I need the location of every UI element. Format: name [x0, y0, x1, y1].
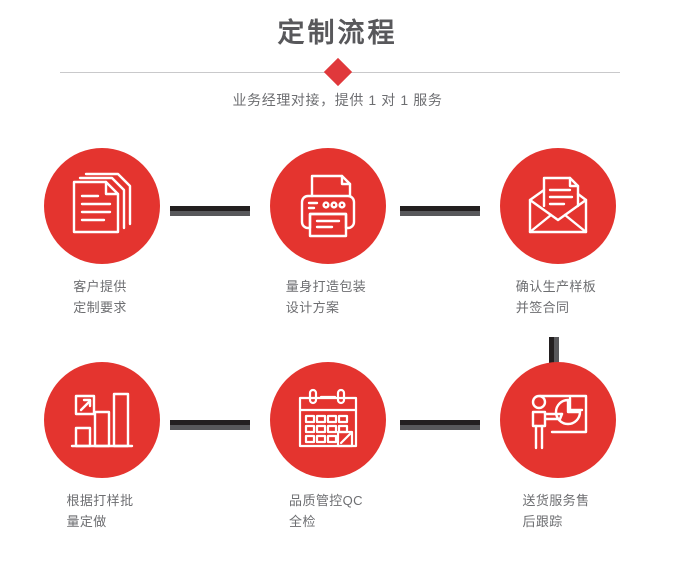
step-3-label-line1: 确认生产样板: [515, 279, 597, 294]
step-1-label-line1: 客户提供: [73, 279, 127, 294]
bar-chart-growth-icon: [66, 384, 138, 456]
connector-bar-dark: [170, 420, 250, 425]
step-1-label: 客户提供 定制要求: [10, 276, 190, 318]
step-3-icon-circle: [500, 148, 616, 264]
step-6-label: 送货服务售 后跟踪: [466, 490, 646, 532]
customization-process-infographic: 定制流程 业务经理对接，提供 1 对 1 服务: [0, 0, 675, 550]
connector-step2-step3: [400, 206, 480, 216]
process-step-4[interactable]: 根据打样批 量定做: [10, 362, 190, 562]
connector-step5-step6: [400, 420, 480, 430]
step-3-label-line2: 并签合同: [515, 300, 570, 315]
step-4-label: 根据打样批 量定做: [10, 490, 190, 532]
step-4-label-line1: 根据打样批: [66, 493, 134, 508]
documents-stack-icon: [66, 170, 138, 242]
step-2-label-line1: 量身打造包装: [285, 279, 367, 294]
connector-bar-light: [400, 211, 480, 216]
calendar-icon-circle: [270, 362, 386, 478]
connector-bar-light: [170, 425, 250, 430]
connector-bar-dark: [400, 206, 480, 211]
envelope-letter-icon: [522, 170, 594, 242]
step-1-label-line2: 定制要求: [73, 300, 127, 315]
printer-icon: [292, 170, 364, 242]
presenter-pie-chart-icon: [522, 384, 594, 456]
step-6-label-line1: 送货服务售: [522, 493, 590, 508]
diamond-ornament-icon: [323, 57, 353, 87]
step-3-label: 确认生产样板 并签合同: [466, 276, 646, 318]
connector-bar-light: [170, 211, 250, 216]
process-steps-container: 客户提供 定制要求: [0, 130, 675, 550]
step-2-label-line2: 设计方案: [285, 300, 340, 315]
step-1-icon-circle: [44, 148, 160, 264]
connector-step3-step6: [549, 337, 559, 369]
connector-bar-light: [400, 425, 480, 430]
step-5-label-line2: 全检: [289, 514, 316, 529]
calendar-icon: [292, 384, 364, 456]
process-step-2[interactable]: 量身打造包装 设计方案: [236, 148, 416, 348]
connector-bar-dark: [549, 337, 554, 369]
connector-bar-dark: [400, 420, 480, 425]
step-4-icon-circle: [44, 362, 160, 478]
step-6-icon-circle: [500, 362, 616, 478]
process-step-6[interactable]: 送货服务售 后跟踪: [466, 362, 646, 562]
step-6-label-line2: 后跟踪: [522, 514, 563, 529]
step-4-label-line2: 量定做: [66, 514, 107, 529]
step-2-icon-circle: [270, 148, 386, 264]
process-step-1[interactable]: 客户提供 定制要求: [10, 148, 190, 348]
connector-step4-step5: [170, 420, 250, 430]
step-5-label: 品质管控QC 全检: [236, 490, 416, 532]
step-2-label: 量身打造包装 设计方案: [236, 276, 416, 318]
process-step-3[interactable]: 确认生产样板 并签合同: [466, 148, 646, 348]
step-5-label-line1: 品质管控QC: [289, 493, 363, 508]
page-title: 定制流程: [277, 18, 398, 48]
connector-bar-dark: [170, 206, 250, 211]
header-subtitle: 业务经理对接，提供 1 对 1 服务: [232, 92, 443, 108]
header-section: 定制流程 业务经理对接，提供 1 对 1 服务: [0, 0, 675, 130]
connector-bar-light: [554, 337, 559, 369]
process-step-5[interactable]: 品质管控QC 全检: [236, 362, 416, 562]
connector-step1-step2: [170, 206, 250, 216]
